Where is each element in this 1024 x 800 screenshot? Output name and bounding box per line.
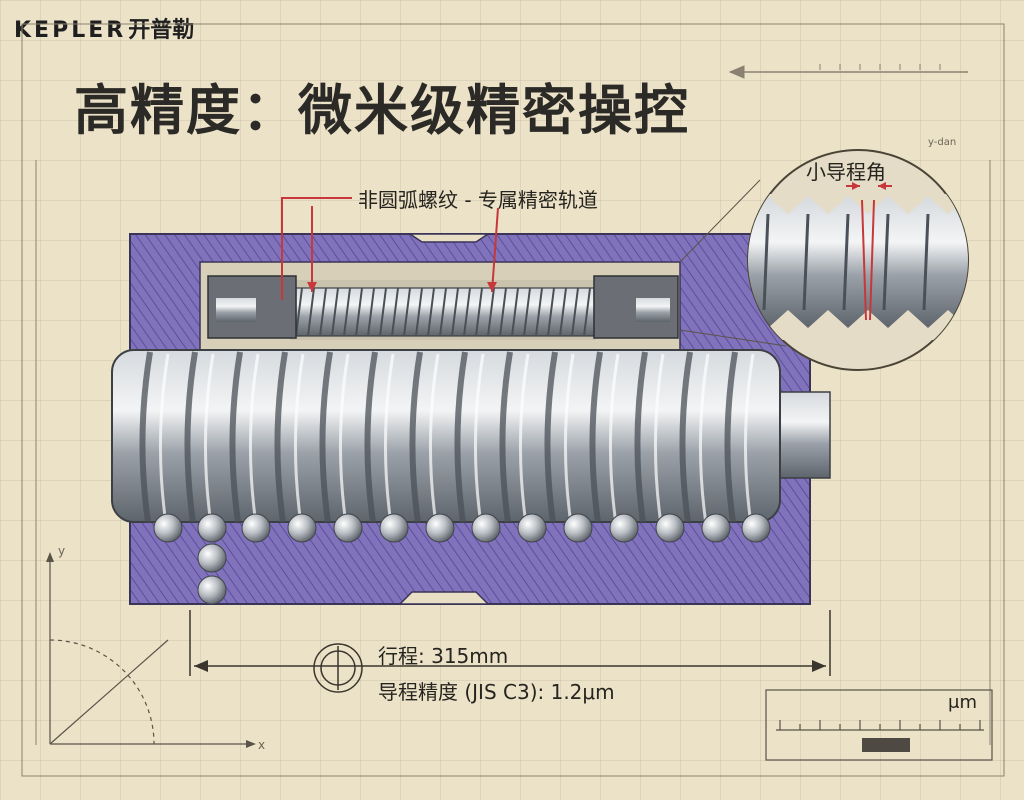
unit-label: μm bbox=[948, 692, 977, 713]
brand-name: KEPLER bbox=[14, 18, 127, 43]
scale-bar bbox=[862, 738, 910, 752]
y-axis-label: y bbox=[58, 544, 66, 558]
coordinate-axes bbox=[49, 556, 252, 745]
ruler-ticks-top bbox=[819, 64, 941, 70]
diameter-symbol bbox=[313, 643, 363, 693]
drafting-frame bbox=[21, 23, 1005, 777]
thread-leader-lines bbox=[281, 197, 499, 300]
small-lead-angle-label: 小导程角 bbox=[806, 160, 886, 184]
inner-thread-screw bbox=[207, 275, 679, 339]
stroke-dimension-line bbox=[189, 610, 831, 676]
corner-note: y-dan bbox=[928, 137, 957, 148]
ball-bearings bbox=[153, 513, 771, 605]
scale-ruler bbox=[765, 689, 993, 761]
brand-logo: KEPLER开普勒 bbox=[14, 12, 194, 44]
stroke-label: 行程: 315mm bbox=[378, 644, 509, 668]
thread-label: 非圆弧螺纹 - 专属精密轨道 bbox=[358, 188, 598, 212]
main-screw-shaft bbox=[111, 349, 831, 525]
page-title: 高精度：微米级精密操控 bbox=[74, 79, 690, 142]
magnifier-detail bbox=[679, 149, 969, 371]
brand-name-cn: 开普勒 bbox=[128, 18, 195, 43]
x-axis-label: x bbox=[258, 738, 266, 752]
accuracy-label: 导程精度 (JIS C3): 1.2μm bbox=[378, 680, 615, 704]
